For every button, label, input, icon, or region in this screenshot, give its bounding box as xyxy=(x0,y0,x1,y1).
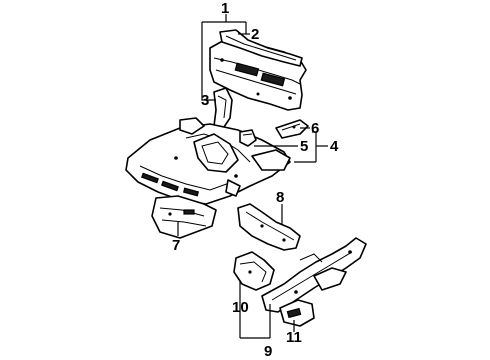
callout-8: 8 xyxy=(276,189,284,206)
callout-labels: 1 2 3 4 5 6 7 8 9 10 11 xyxy=(172,0,339,360)
callout-11: 11 xyxy=(286,329,302,346)
rail-front-bracket xyxy=(233,251,275,291)
floor-pan-assembly xyxy=(125,117,291,205)
callout-7: 7 xyxy=(172,237,180,254)
rear-panel-upper-bracket xyxy=(219,29,303,67)
rear-floor-rail xyxy=(237,203,301,251)
callout-10: 10 xyxy=(232,299,249,316)
callout-1: 1 xyxy=(221,0,229,17)
rail-lower-bracket xyxy=(279,299,315,327)
rear-panel-lower-bracket xyxy=(213,87,233,131)
callout-6: 6 xyxy=(311,120,319,137)
callout-3: 3 xyxy=(201,92,209,109)
floor-small-bracket xyxy=(239,129,257,147)
side-frame-rail-assembly xyxy=(261,237,367,313)
callout-2: 2 xyxy=(251,26,259,43)
front-floor-extension xyxy=(151,195,217,239)
callout-9: 9 xyxy=(264,343,272,360)
callout-5: 5 xyxy=(300,138,308,155)
callout-4: 4 xyxy=(330,138,339,155)
floor-crossmember-bracket xyxy=(275,119,309,139)
leader-lines xyxy=(177,14,328,339)
